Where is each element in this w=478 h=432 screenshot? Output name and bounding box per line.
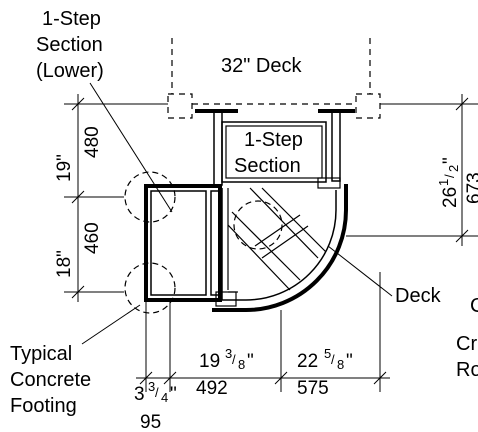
dim-bottom-a-slash: / [232,352,236,367]
label-lower-line1: 1-Step [42,8,101,30]
dim-left-lower-imperial: 18" [54,250,75,278]
dim-right-slash: / [442,174,457,178]
dim-bottom-b: 22 5 / 8 " 575 [297,346,353,399]
dim-right-metric: 673 [464,172,478,204]
label-upper-line2: Section [234,155,301,177]
dim-bottom-b-inch: " [346,351,353,372]
label-lower-line2: Section [36,34,103,56]
dim-bottom-c-inch: " [170,384,177,405]
dim-right-den: 2 [446,165,461,172]
concrete-footings [124,171,283,314]
dim-bottom-a-metric: 492 [196,378,228,399]
label-clipped-c: C [470,295,478,317]
upper-step-frame [195,109,355,189]
dim-right-inch: " [440,157,461,164]
label-deck-top: 32" Deck [221,55,302,77]
dim-bottom-b-slash: / [331,352,335,367]
label-footing-line1: Typical [10,343,72,365]
dim-bottom-b-metric: 575 [297,378,329,399]
dim-right: 26 1 / 2 " 673 [436,157,478,208]
dim-bottom-c-metric: 95 [140,412,161,432]
dim-bottom-c-num: 3 [148,379,155,394]
dim-bottom-b-whole: 22 [297,351,318,372]
dim-right-whole: 26 [440,187,461,208]
dim-left-upper: 19" 480 [54,126,103,182]
dim-bottom-a: 19 3 / 8 " 492 [196,346,254,399]
dim-bottom-c-den: 4 [161,390,168,405]
leader-lines [81,82,393,345]
dim-bottom-b-den: 8 [337,357,344,372]
label-deck-right: Deck [395,285,442,307]
deck-outline-dashed [167,38,381,119]
dim-bottom-a-whole: 19 [199,351,220,372]
dim-left-upper-imperial: 19" [54,154,75,182]
dim-bottom-c: 3 3 / 4 " 95 [134,379,177,432]
dim-left-upper-metric: 480 [82,126,103,158]
dim-bottom-a-den: 8 [238,357,245,372]
dim-bottom-c-whole: 3 [134,384,145,405]
label-clipped-ro: Ro [456,359,478,381]
dim-bottom-b-num: 5 [324,346,331,361]
label-footing-line2: Concrete [10,369,91,391]
dim-right-num: 1 [436,179,451,186]
dim-bottom-c-slash: / [155,385,159,400]
label-lower-line3: (Lower) [36,60,104,82]
dim-bottom-a-num: 3 [225,346,232,361]
label-clipped-cr: Cr [456,333,477,355]
label-upper-line1: 1-Step [244,129,303,151]
label-footing-line3: Footing [10,395,77,417]
dim-bottom-a-inch: " [247,351,254,372]
lower-step-frame [144,184,222,302]
dim-left-lower-metric: 460 [82,222,103,254]
dimension-lines [64,94,478,392]
curved-deck [212,184,348,312]
dim-left-lower: 18" 460 [54,222,103,278]
